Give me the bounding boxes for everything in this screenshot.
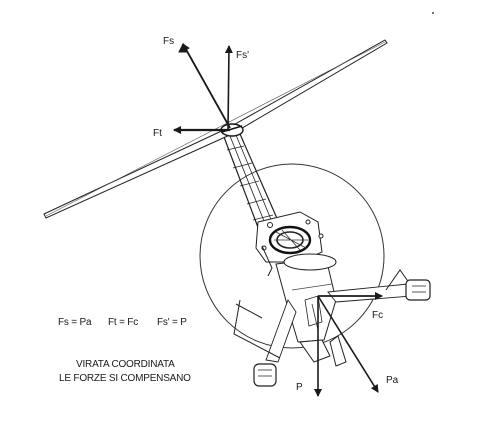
label-fc: Fc	[372, 310, 383, 321]
left-wheel	[253, 363, 277, 387]
caption-line-2: LE FORZE SI COMPENSANO	[59, 373, 191, 384]
label-fs: Fs	[163, 36, 174, 47]
force-pa-arrow	[317, 295, 379, 393]
equation-ft-fc: Ft = Fc	[108, 317, 138, 328]
caption-line-1: VIRATA COORDINATA	[76, 359, 175, 370]
rotor-disc	[199, 163, 385, 349]
label-p: P	[296, 382, 303, 393]
label-pa: Pa	[386, 375, 399, 386]
equation-fsprime-p: Fs' = P	[157, 317, 187, 328]
right-wheel	[405, 279, 431, 301]
force-fs-prime-arrow	[224, 45, 233, 131]
landing-gear	[233, 269, 431, 387]
rotor-mast	[223, 133, 284, 239]
equation-fs-pa: Fs = Pa	[58, 317, 92, 328]
fuselage	[255, 211, 347, 367]
force-fs-arrow	[182, 43, 231, 129]
stray-dot	[432, 12, 434, 14]
force-vectors	[173, 42, 383, 397]
label-ft: Ft	[153, 128, 162, 139]
label-fs-prime: Fs'	[236, 50, 249, 61]
